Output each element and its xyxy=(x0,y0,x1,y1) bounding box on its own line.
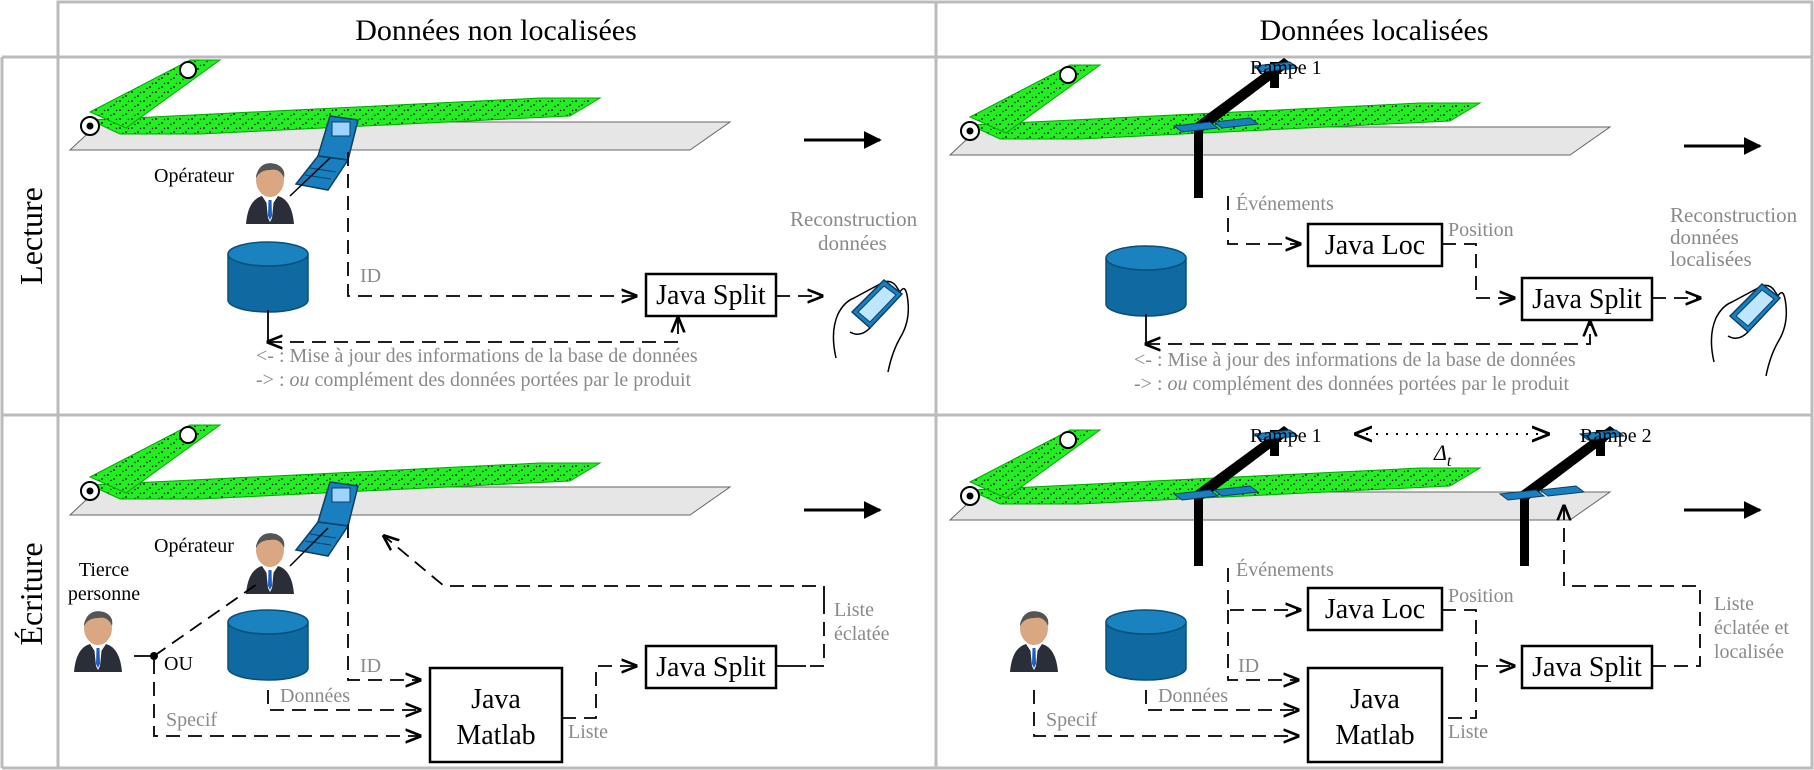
row-header-lecture: Lecture xyxy=(13,187,49,285)
output-label-line1: Reconstruction xyxy=(1670,203,1798,227)
liste-eclatee-line2: éclatée et xyxy=(1714,617,1789,639)
svg-text:Java Split: Java Split xyxy=(656,652,766,683)
java-split-box: Java Split xyxy=(1520,276,1654,322)
column-header-localized: Données localisées xyxy=(1259,14,1488,47)
java-matlab-box: Java Matlab xyxy=(1306,666,1444,764)
events-label: Événements xyxy=(1236,558,1334,581)
rampe1-label: Rampe 1 xyxy=(1250,425,1322,447)
third-party-person-icon xyxy=(74,611,122,672)
panel-lecture-non-localized: Opérateur ID Java Split Reconstruction d… xyxy=(69,59,918,391)
liste-eclatee-line2: éclatée xyxy=(834,623,890,645)
java-split-box: Java Split xyxy=(644,644,778,690)
legend-update: <- : Mise à jour des informations de la … xyxy=(1134,349,1576,371)
svg-text:Java Split: Java Split xyxy=(1532,652,1642,683)
svg-text:Java: Java xyxy=(471,684,521,715)
java-split-box: Java Split xyxy=(644,272,778,318)
panel-ecriture-localized: Rampe 1 Rampe 2 Δt Événements Java Loc P… xyxy=(949,425,1789,764)
delta-t-label: Δt xyxy=(1433,440,1452,470)
svg-text:Java: Java xyxy=(1350,684,1400,715)
operator-label: Opérateur xyxy=(154,535,234,557)
liste-label: Liste xyxy=(568,721,608,743)
output-label-line3: localisées xyxy=(1670,247,1752,271)
column-header-non-localized: Données non localisées xyxy=(355,14,637,47)
svg-text:Matlab: Matlab xyxy=(1335,720,1414,751)
donnees-label: Données xyxy=(1158,685,1228,707)
java-matlab-box: Java Matlab xyxy=(428,666,564,764)
java-loc-box: Java Loc xyxy=(1306,586,1444,632)
position-label: Position xyxy=(1448,219,1514,241)
specif-label: Specif xyxy=(166,709,217,731)
mobile-device-hand-icon xyxy=(832,279,910,373)
donnees-label: Données xyxy=(280,685,350,707)
svg-text:Java Loc: Java Loc xyxy=(1325,230,1425,261)
liste-label: Liste xyxy=(1448,721,1488,743)
svg-text:Java Split: Java Split xyxy=(1532,284,1642,315)
operator-label: Opérateur xyxy=(154,165,234,187)
panel-lecture-localized: Rampe 1 Événements Java Loc Position Jav… xyxy=(949,57,1798,395)
id-label: ID xyxy=(1238,655,1259,677)
row-header-ecriture: Écriture xyxy=(13,542,49,645)
output-label-line2: données xyxy=(818,231,887,255)
svg-text:Java Split: Java Split xyxy=(656,280,766,311)
legend-complement: -> : ou complément des données portées p… xyxy=(1134,373,1569,395)
operator-icon xyxy=(246,533,294,594)
java-loc-box: Java Loc xyxy=(1306,222,1444,268)
id-label: ID xyxy=(360,655,381,677)
database-icon xyxy=(227,609,309,681)
liste-eclatee-line1: Liste xyxy=(1714,593,1754,615)
panel-ecriture-non-localized: Opérateur Tierce personne OU Liste éclat… xyxy=(68,424,890,764)
liste-eclatee-line1: Liste xyxy=(834,599,874,621)
position-label: Position xyxy=(1448,585,1514,607)
third-party-person-icon xyxy=(1010,611,1058,672)
svg-text:Java Loc: Java Loc xyxy=(1325,594,1425,625)
conveyor-material xyxy=(69,424,731,516)
rampe2-label: Rampe 2 xyxy=(1580,425,1652,447)
database-icon xyxy=(227,241,309,313)
ou-label: OU xyxy=(164,653,193,675)
database-icon xyxy=(1105,609,1187,681)
liste-eclatee-line3: localisée xyxy=(1714,641,1784,663)
java-split-box: Java Split xyxy=(1520,644,1654,690)
third-party-label-line1: Tierce xyxy=(79,559,129,581)
legend-update: <- : Mise à jour des informations de la … xyxy=(256,345,698,367)
output-label-line2: données xyxy=(1670,225,1739,249)
specif-label: Specif xyxy=(1046,709,1097,731)
svg-text:Matlab: Matlab xyxy=(456,720,535,751)
conveyor-material xyxy=(69,59,731,151)
legend-complement: -> : ou complément des données portées p… xyxy=(256,369,691,391)
mobile-device-hand-icon xyxy=(1710,283,1788,377)
output-label-line1: Reconstruction xyxy=(790,207,918,231)
rampe-label: Rampe 1 xyxy=(1250,57,1322,79)
operator-icon xyxy=(246,163,294,224)
events-label: Événements xyxy=(1236,192,1334,215)
id-label: ID xyxy=(360,265,381,287)
database-icon xyxy=(1105,245,1187,317)
third-party-label-line2: personne xyxy=(68,583,140,605)
